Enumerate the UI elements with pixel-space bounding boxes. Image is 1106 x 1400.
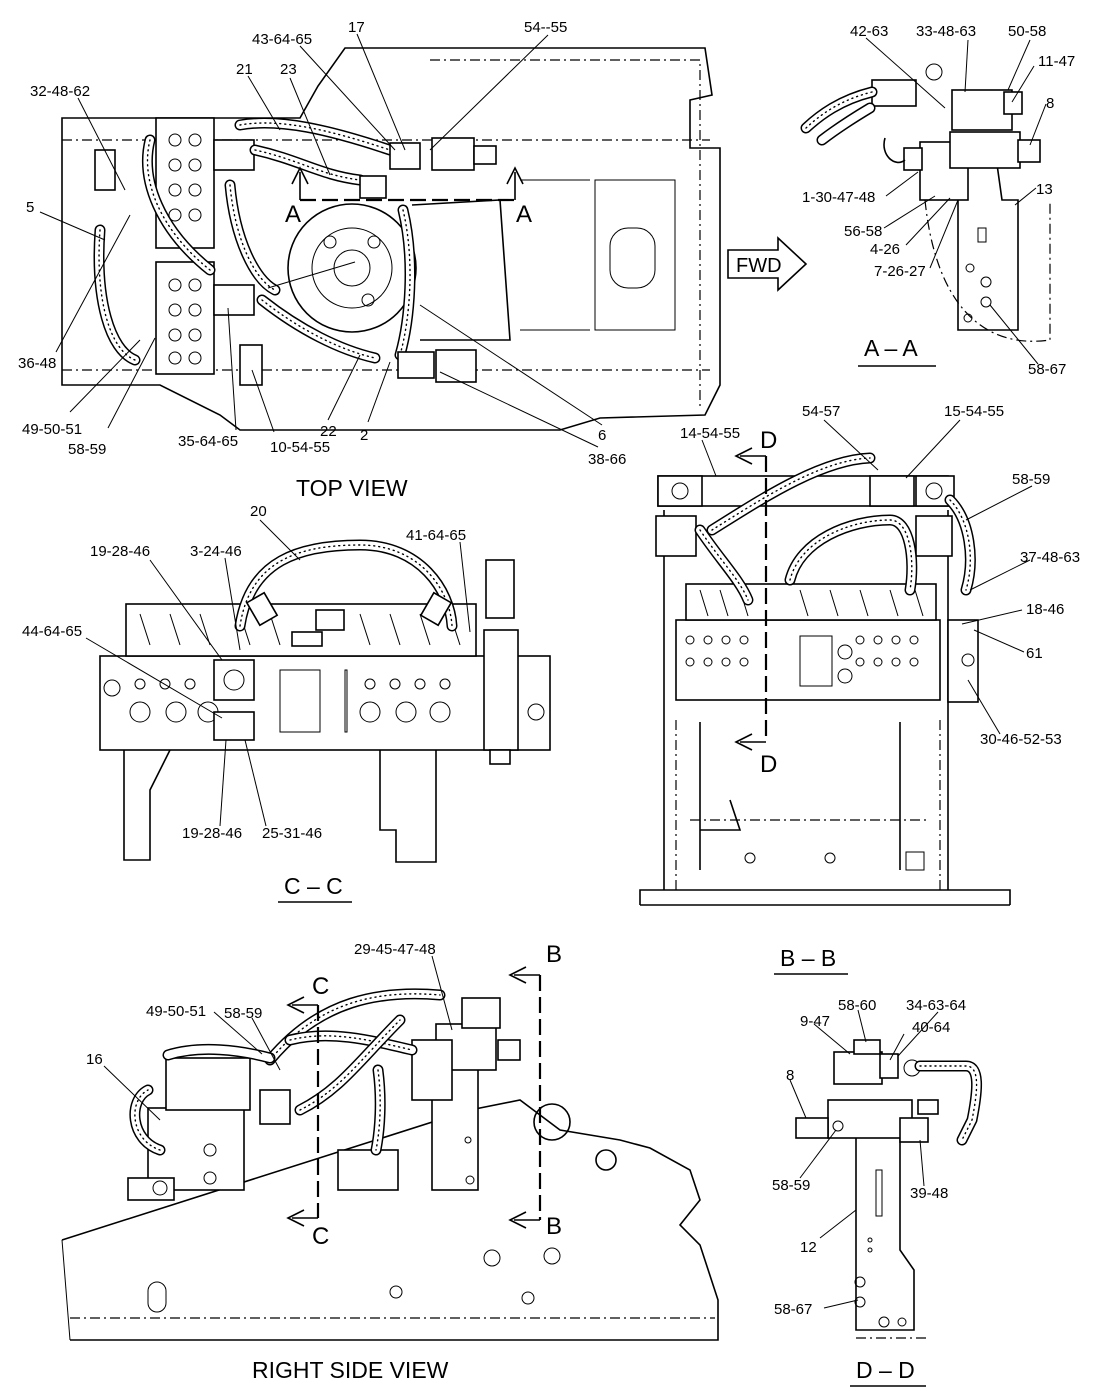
bb-label-54-57: 54-57 — [802, 403, 840, 420]
cc-label-25-31-46: 25-31-46 — [262, 825, 322, 842]
dd-label-58-60: 58-60 — [838, 997, 876, 1014]
cc-label-20: 20 — [250, 503, 267, 520]
top-label-10-54-55: 10-54-55 — [270, 439, 330, 456]
side-label-16: 16 — [86, 1051, 103, 1068]
cc-view: 20 19-28-46 3-24-46 41-64-65 44-64-65 19… — [22, 503, 551, 903]
aa-label-42-63: 42-63 — [850, 23, 888, 40]
bb-label-14-54-55: 14-54-55 — [680, 425, 740, 442]
side-label-29-45-47-48: 29-45-47-48 — [354, 941, 436, 958]
aa-label-1-30-47-48: 1-30-47-48 — [802, 189, 875, 206]
aa-label-11-47: 11-47 — [1038, 53, 1075, 70]
aa-label-7-26-27: 7-26-27 — [874, 263, 926, 280]
top-label-23: 23 — [280, 61, 297, 78]
top-label-21: 21 — [236, 61, 253, 78]
side-section-mark-b-bottom: B — [546, 1213, 562, 1240]
bb-label-15-54-55: 15-54-55 — [944, 403, 1004, 420]
side-label-49-50-51: 49-50-51 — [146, 1003, 206, 1020]
cc-label-44-64-65: 44-64-65 — [22, 623, 82, 640]
bb-label-18-46: 18-46 — [1026, 601, 1064, 618]
bb-section-mark-d-bottom: D — [760, 751, 777, 778]
aa-label-8: 8 — [1046, 95, 1054, 112]
top-label-35-64-65: 35-64-65 — [178, 433, 238, 450]
top-label-36-48: 36-48 — [18, 355, 56, 372]
aa-label-58-67: 58-67 — [1028, 361, 1066, 378]
cc-label-19-28-46-bottom: 19-28-46 — [182, 825, 242, 842]
top-label-22: 22 — [320, 423, 337, 440]
fwd-arrow-label: FWD — [736, 255, 782, 277]
top-view-title: TOP VIEW — [296, 475, 408, 501]
top-label-58-59: 58-59 — [68, 441, 106, 458]
cc-label-41-64-65: 41-64-65 — [406, 527, 466, 544]
aa-label-13: 13 — [1036, 181, 1053, 198]
bb-section-mark-d-top: D — [760, 427, 777, 454]
top-label-54-55: 54--55 — [524, 19, 567, 36]
side-view-title: RIGHT SIDE VIEW — [252, 1357, 449, 1383]
cc-label-19-28-46-top: 19-28-46 — [90, 543, 150, 560]
aa-label-4-26: 4-26 — [870, 241, 900, 258]
bb-label-58-59: 58-59 — [1012, 471, 1050, 488]
dd-label-58-59: 58-59 — [772, 1177, 810, 1194]
top-section-mark-a-left: A — [285, 201, 301, 228]
top-label-38-66: 38-66 — [588, 451, 626, 468]
right-side-view: B B C C 29-45-47-48 58-59 49-50-51 16 RI… — [61, 941, 719, 1383]
bb-label-61: 61 — [1026, 645, 1043, 662]
aa-label-33-48-63: 33-48-63 — [916, 23, 976, 40]
bb-label-37-48-63: 37-48-63 — [1020, 549, 1080, 566]
dd-view: 58-60 34-63-64 9-47 40-64 8 58-59 39-48 … — [772, 997, 983, 1387]
top-label-43-64-65: 43-64-65 — [252, 31, 312, 48]
top-label-2: 2 — [360, 427, 368, 444]
cc-view-title: C – C — [284, 873, 343, 899]
bb-view-title: B – B — [780, 945, 836, 971]
top-section-mark-a-right: A — [516, 201, 532, 228]
top-label-17: 17 — [348, 19, 365, 36]
dd-label-8: 8 — [786, 1067, 794, 1084]
dd-label-58-67: 58-67 — [774, 1301, 812, 1318]
dd-label-9-47: 9-47 — [800, 1013, 830, 1030]
bb-view: D D 54-57 15-54-55 14-54-55 58-59 37-48-… — [639, 403, 1080, 975]
side-section-mark-c-bottom: C — [312, 1223, 329, 1250]
aa-label-50-58: 50-58 — [1008, 23, 1046, 40]
side-section-mark-b-top: B — [546, 941, 562, 968]
side-section-mark-c-top: C — [312, 973, 329, 1000]
top-label-32-48-62: 32-48-62 — [30, 83, 90, 100]
dd-label-12: 12 — [800, 1239, 817, 1256]
dd-label-40-64: 40-64 — [912, 1019, 950, 1036]
cc-label-3-24-46: 3-24-46 — [190, 543, 242, 560]
aa-view-title: A – A — [864, 335, 918, 361]
top-view: A A 17 54--55 43-64-65 21 23 32-48-62 5 — [18, 19, 721, 501]
dd-label-39-48: 39-48 — [910, 1185, 948, 1202]
top-label-49-50-51: 49-50-51 — [22, 421, 82, 438]
aa-label-56-58: 56-58 — [844, 223, 882, 240]
aa-view: 42-63 33-48-63 50-58 11-47 8 13 1-30-47-… — [727, 23, 1075, 378]
bb-label-30-46-52-53: 30-46-52-53 — [980, 731, 1062, 748]
dd-label-34-63-64: 34-63-64 — [906, 997, 966, 1014]
top-label-6: 6 — [598, 427, 606, 444]
dd-view-title: D – D — [856, 1357, 915, 1383]
top-label-5: 5 — [26, 199, 34, 216]
side-label-58-59: 58-59 — [224, 1005, 262, 1022]
